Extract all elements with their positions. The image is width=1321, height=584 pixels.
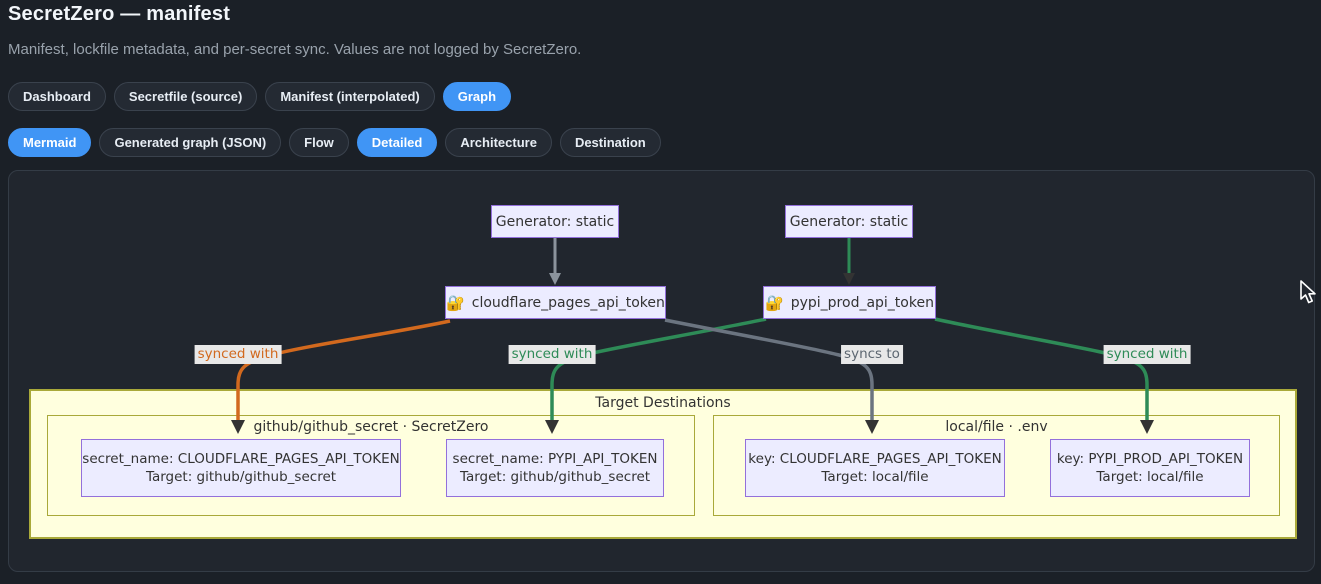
dest-node-pypi-github: secret_name: PYPI_API_TOKEN Target: gith… — [446, 439, 664, 497]
secret-node-cloudflare: 🔐 cloudflare_pages_api_token — [445, 286, 666, 319]
main-tab-bar: Dashboard Secretfile (source) Manifest (… — [8, 82, 511, 111]
generator-node-2: Generator: static — [785, 205, 913, 238]
subtab-architecture[interactable]: Architecture — [445, 128, 552, 157]
mermaid-diagram-panel: Target Destinations github/github_secret… — [8, 170, 1315, 572]
edge-label-synced-with-3: synced with — [1104, 345, 1191, 364]
lock-icon: 🔐 — [765, 294, 784, 312]
dest-node-line: Target: local/file — [821, 469, 928, 485]
group-github-title: github/github_secret · SecretZero — [48, 419, 694, 435]
group-local-file: local/file · .env key: CLOUDFLARE_PAGES_… — [713, 415, 1280, 516]
dest-node-line: secret_name: PYPI_API_TOKEN — [453, 451, 658, 467]
generator-label: Generator: static — [496, 214, 614, 230]
graph-sub-tab-bar: Mermaid Generated graph (JSON) Flow Deta… — [8, 128, 661, 157]
edge-label-synced-with-2: synced with — [509, 345, 596, 364]
dest-node-line: Target: github/github_secret — [460, 469, 650, 485]
tab-manifest-interpolated[interactable]: Manifest (interpolated) — [265, 82, 434, 111]
tab-secretfile-source[interactable]: Secretfile (source) — [114, 82, 257, 111]
dest-node-cloudflare-local: key: CLOUDFLARE_PAGES_API_TOKEN Target: … — [745, 439, 1005, 497]
dest-node-line: Target: local/file — [1096, 469, 1203, 485]
lock-icon: 🔐 — [446, 294, 465, 312]
mouse-cursor — [1299, 280, 1319, 306]
target-destinations-cluster: Target Destinations github/github_secret… — [29, 389, 1297, 539]
generator-label: Generator: static — [790, 214, 908, 230]
dest-node-line: key: CLOUDFLARE_PAGES_API_TOKEN — [748, 451, 1001, 467]
subtab-detailed[interactable]: Detailed — [357, 128, 438, 157]
dest-node-line: secret_name: CLOUDFLARE_PAGES_API_TOKEN — [82, 451, 399, 467]
group-local-title: local/file · .env — [714, 419, 1279, 435]
group-github-secret: github/github_secret · SecretZero secret… — [47, 415, 695, 516]
subtab-flow[interactable]: Flow — [289, 128, 349, 157]
subtab-mermaid[interactable]: Mermaid — [8, 128, 91, 157]
dest-node-line: key: PYPI_PROD_API_TOKEN — [1057, 451, 1243, 467]
dest-node-cloudflare-github: secret_name: CLOUDFLARE_PAGES_API_TOKEN … — [81, 439, 401, 497]
secret-label: pypi_prod_api_token — [791, 295, 934, 311]
edge-label-synced-with-1: synced with — [195, 345, 282, 364]
page-subtitle: Manifest, lockfile metadata, and per-sec… — [8, 41, 581, 58]
subtab-generated-graph-json[interactable]: Generated graph (JSON) — [99, 128, 281, 157]
subtab-destination[interactable]: Destination — [560, 128, 661, 157]
dest-node-pypi-local: key: PYPI_PROD_API_TOKEN Target: local/f… — [1050, 439, 1250, 497]
edge-label-syncs-to: syncs to — [841, 345, 903, 364]
secret-label: cloudflare_pages_api_token — [472, 295, 665, 311]
dest-node-line: Target: github/github_secret — [146, 469, 336, 485]
secret-node-pypi: 🔐 pypi_prod_api_token — [763, 286, 936, 319]
tab-dashboard[interactable]: Dashboard — [8, 82, 106, 111]
tab-graph[interactable]: Graph — [443, 82, 511, 111]
page-title: SecretZero — manifest — [8, 3, 230, 26]
generator-node-1: Generator: static — [491, 205, 619, 238]
cluster-title: Target Destinations — [31, 395, 1295, 411]
